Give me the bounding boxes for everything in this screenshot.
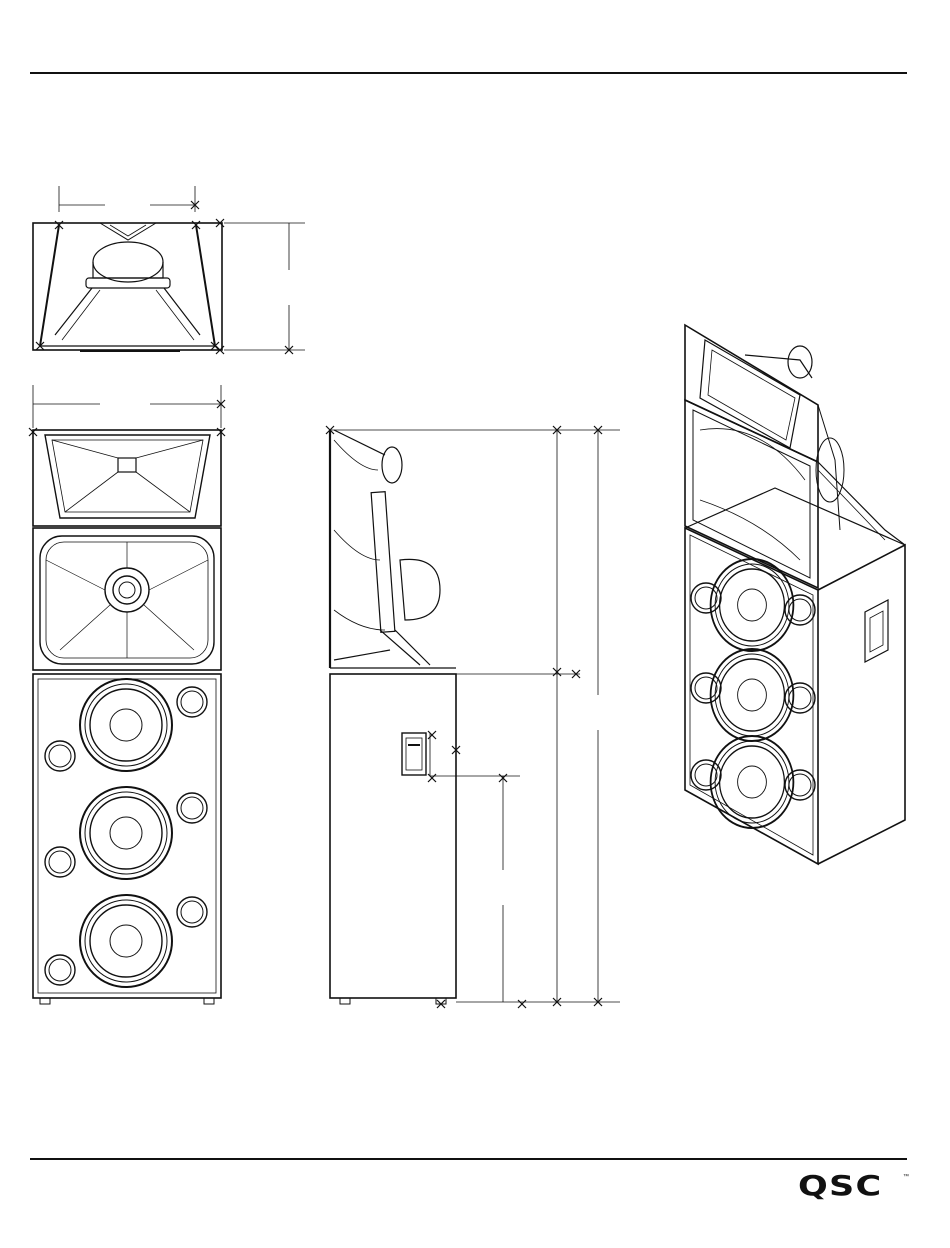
front-view [29,385,225,1004]
isometric-view [685,325,905,864]
trademark-symbol: ™ [903,1174,909,1180]
qsc-logo: QSC [798,1172,882,1200]
side-view [326,426,620,1008]
top-view [33,186,305,354]
